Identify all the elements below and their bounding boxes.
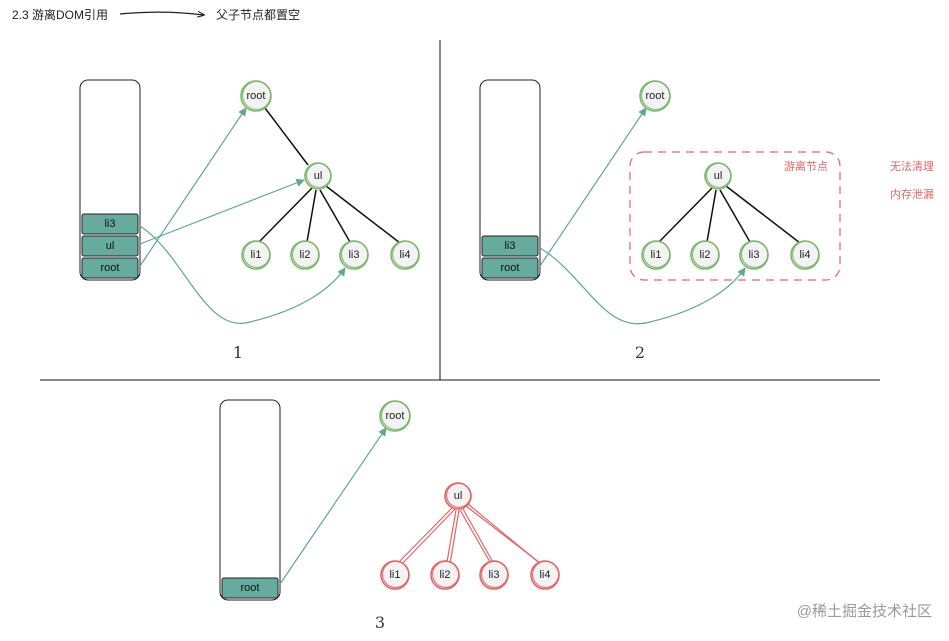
svg-text:li1: li1 (650, 249, 661, 261)
svg-text:li1: li1 (389, 569, 400, 581)
node-li2: li2 (290, 240, 320, 270)
node-root: root (379, 400, 411, 432)
detached-region-label: 游离节点 (784, 159, 828, 173)
tree-edge (706, 189, 717, 243)
svg-text:ul: ul (454, 490, 463, 502)
stack-slot-li3 (81, 213, 139, 235)
stack-slot-root (221, 577, 279, 599)
svg-text:root: root (646, 90, 665, 102)
stack-slot-li3 (481, 235, 539, 257)
svg-text:li4: li4 (539, 569, 550, 581)
panel-number: 3 (375, 613, 385, 632)
node-li1: li1 (241, 240, 271, 270)
tree-edge (719, 189, 751, 243)
node-li3: li3 (739, 240, 769, 270)
svg-text:ul: ul (314, 170, 323, 182)
svg-text:li2: li2 (699, 249, 710, 261)
node-li2: li2 (690, 240, 720, 270)
tree-edge (657, 187, 713, 244)
svg-text:li3: li3 (488, 569, 499, 581)
node-li4-collected: li4 (530, 560, 560, 590)
node-li2-collected: li2 (430, 560, 460, 590)
stack-label: root (501, 262, 520, 274)
svg-text:li3: li3 (748, 249, 759, 261)
stack-label: ul (106, 240, 115, 252)
svg-text:li2: li2 (299, 249, 310, 261)
call-stack (219, 399, 281, 601)
ref-arrow-root (539, 107, 647, 267)
panel-number: 2 (635, 343, 645, 362)
stack-label: li3 (504, 240, 515, 252)
tree-edge (725, 185, 801, 244)
call-stack (79, 79, 141, 281)
svg-text:li1: li1 (250, 249, 261, 261)
panel-3: root root ul li1 (219, 399, 560, 632)
stack-label: root (101, 262, 120, 274)
svg-text:ul: ul (714, 170, 723, 182)
diagram-result: 父子节点都置空 (216, 8, 300, 22)
stack-slot-root (81, 257, 139, 279)
tree-edge (306, 189, 317, 243)
panel-1: li3 ul root root ul li1 (79, 79, 420, 362)
svg-text:root: root (247, 90, 266, 102)
node-li3: li3 (339, 240, 369, 270)
node-li1-collected: li1 (380, 560, 410, 590)
diagram-title: 2.3 游离DOM引用 (12, 7, 108, 22)
watermark: @稀土掘金技术社区 (797, 603, 932, 620)
ref-arrow-li3 (139, 225, 346, 325)
call-stack (479, 79, 541, 281)
node-ul: ul (704, 162, 732, 190)
node-ul: ul (304, 162, 332, 190)
svg-text:root: root (386, 410, 405, 422)
collected-tree-edges (397, 503, 544, 567)
svg-text:li3: li3 (348, 249, 359, 261)
note-cannot-clean: 无法清理 (890, 159, 934, 173)
note-memory-leak: 内存泄漏 (890, 187, 934, 201)
tree-edge (325, 185, 401, 244)
svg-text:li2: li2 (439, 569, 450, 581)
tree-edge (257, 187, 313, 244)
node-li4: li4 (390, 240, 420, 270)
stack-slot-root (481, 257, 539, 279)
title-arrow (119, 12, 204, 15)
tree-edge (319, 189, 351, 243)
node-li4: li4 (790, 240, 820, 270)
node-ul-collected: ul (444, 482, 472, 510)
panel-2: li3 root 游离节点 无法清理 内存泄漏 root ul li1 (479, 79, 934, 362)
stack-label: root (241, 582, 260, 594)
ref-arrow-root (279, 427, 387, 585)
node-root: root (240, 80, 272, 112)
svg-text:li4: li4 (399, 249, 410, 261)
svg-text:li4: li4 (799, 249, 810, 261)
detached-region (629, 151, 841, 281)
node-li1: li1 (641, 240, 671, 270)
ref-arrow-ul (139, 178, 305, 245)
panel-number: 1 (233, 343, 243, 362)
ref-arrow-li3 (539, 247, 746, 325)
ref-arrow-root (139, 107, 247, 267)
stack-label: li3 (104, 218, 115, 230)
tree-edge (264, 107, 309, 166)
node-li3-collected: li3 (479, 560, 509, 590)
node-root: root (639, 80, 671, 112)
stack-slot-ul (81, 235, 139, 257)
